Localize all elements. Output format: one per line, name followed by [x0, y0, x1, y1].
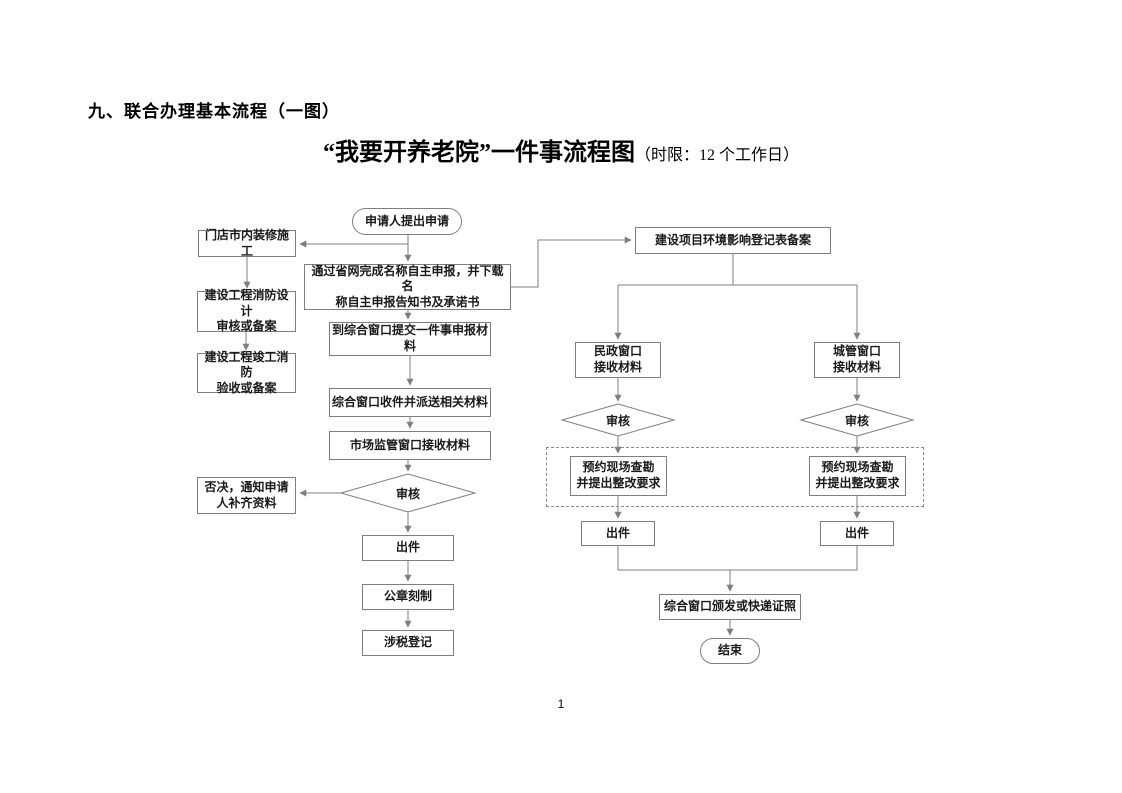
flowchart-title-main: “我要开养老院”一件事流程图	[322, 140, 635, 166]
node-civil-window: 民政窗口 接收材料	[575, 342, 661, 378]
review-main-label: 审核	[395, 486, 420, 501]
node-receive-dispatch: 综合窗口收件并派送相关材料	[329, 388, 491, 417]
node-seal-engraving: 公章刻制	[362, 584, 454, 610]
node-submit-materials: 到综合窗口提交一件事申报材 料	[329, 322, 491, 356]
node-survey-urban: 预约现场查勘 并提出整改要求	[809, 456, 906, 496]
node-license-delivery: 综合窗口颁发或快递证照	[659, 594, 801, 620]
review-urban-diamond	[799, 403, 915, 437]
node-name-declaration: 通过省网完成名称自主申报，并下载名 称自主申报告知书及承诺书	[304, 264, 511, 310]
survey-group-outline	[546, 447, 924, 507]
node-issue-main: 出件	[362, 535, 454, 561]
review-civil-diamond	[560, 403, 676, 437]
flowchart-title-note: （时限：12 个工作日）	[634, 147, 799, 164]
review-main-diamond	[339, 473, 477, 513]
review-civil-label: 审核	[605, 413, 630, 428]
node-shop-decoration: 门店市内装修施工	[198, 228, 296, 258]
node-survey-civil: 预约现场查勘 并提出整改要求	[570, 456, 667, 496]
section-heading: 九、联合办理基本流程（一图）	[88, 102, 340, 121]
flowchart-title: “我要开养老院”一件事流程图（时限：12 个工作日）	[0, 132, 1122, 167]
node-start-applicant: 申请人提出申请	[352, 208, 462, 235]
node-urban-window: 城管窗口 接收材料	[814, 342, 900, 378]
node-fire-design-review: 建设工程消防设计 审核或备案	[197, 288, 296, 333]
node-reject-notice: 否决，通知申请 人补齐资料	[197, 477, 296, 514]
page-number: 1	[557, 697, 565, 711]
node-env-registration: 建设项目环境影响登记表备案	[635, 227, 831, 254]
node-end: 结束	[700, 638, 760, 664]
node-market-window: 市场监管窗口接收材料	[329, 431, 491, 460]
node-tax-registration: 涉税登记	[362, 630, 454, 656]
node-issue-civil: 出件	[581, 521, 655, 546]
review-urban-label: 审核	[844, 413, 869, 428]
node-issue-urban: 出件	[820, 521, 894, 546]
node-fire-acceptance: 建设工程竣工消防 验收或备案	[197, 350, 296, 395]
